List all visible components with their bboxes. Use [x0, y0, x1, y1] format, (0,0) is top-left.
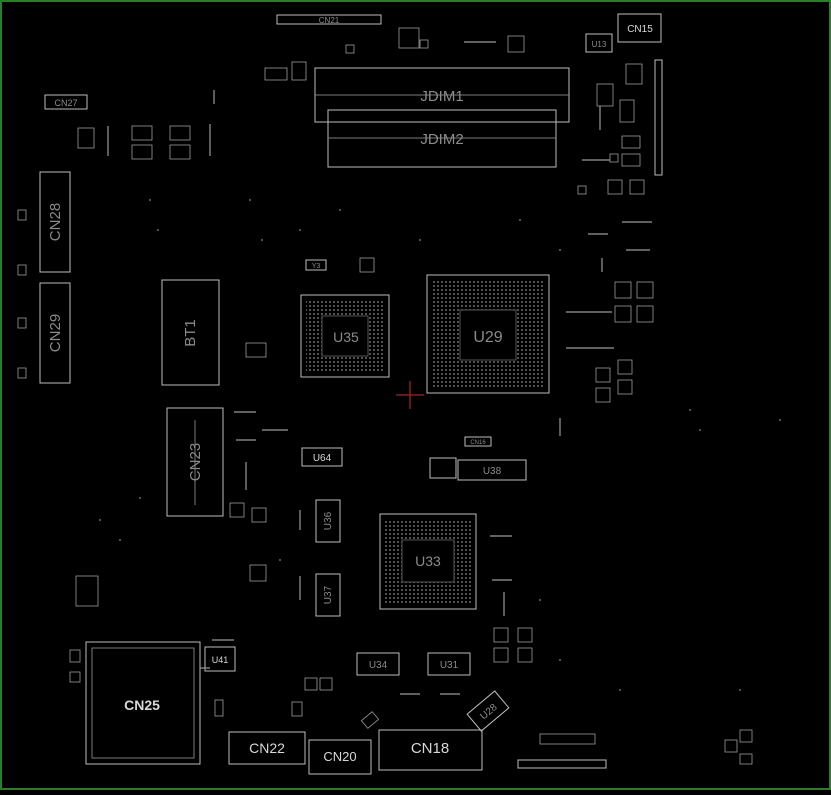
scattered-vias	[99, 199, 781, 691]
u28-chip[interactable]: U28	[466, 690, 510, 732]
cn25-label: CN25	[124, 697, 160, 713]
u38-chip[interactable]: U38	[429, 457, 527, 481]
cn15-label: CN15	[627, 24, 653, 35]
jdim2-slot[interactable]: JDIM2	[327, 109, 557, 168]
u13-chip[interactable]: U13	[585, 33, 613, 53]
cn21-label: CN21	[319, 16, 340, 25]
u38-label: U38	[483, 466, 502, 477]
cn23-connector[interactable]: CN23	[166, 407, 224, 517]
u13-label: U13	[592, 40, 607, 49]
u28-label: U28	[478, 702, 499, 723]
u41-label: U41	[212, 655, 229, 665]
y3-crystal[interactable]: Y3	[305, 259, 327, 271]
cn18-label: CN18	[411, 740, 449, 757]
cn21-connector[interactable]: CN21	[276, 14, 382, 25]
cn28-connector[interactable]: CN28	[39, 171, 71, 273]
u36-label: U36	[323, 511, 334, 530]
u34-chip[interactable]: U34	[356, 652, 400, 676]
cn29-label: CN29	[47, 314, 64, 352]
u37-chip[interactable]: U37	[315, 573, 341, 617]
jdim1-label: JDIM1	[420, 88, 463, 105]
u64-chip[interactable]: U64	[301, 447, 343, 467]
cn20-label: CN20	[323, 749, 356, 764]
u41-chip[interactable]: U41	[204, 646, 236, 672]
cn18-connector[interactable]: CN18	[378, 729, 483, 771]
u33-bga-chip[interactable]: U33	[379, 513, 477, 610]
u31-label: U31	[440, 660, 459, 671]
cn20-connector[interactable]: CN20	[308, 739, 372, 775]
bottom-strip-connector	[517, 759, 607, 769]
cn15-connector[interactable]: CN15	[617, 13, 662, 43]
bt1-battery[interactable]: BT1	[161, 279, 220, 386]
u34-label: U34	[369, 660, 388, 671]
y3-label: Y3	[312, 263, 321, 270]
u33-label: U33	[415, 553, 441, 569]
misc-small-components	[17, 27, 753, 765]
cn28-label: CN28	[47, 203, 64, 241]
u35-label: U35	[333, 329, 359, 345]
u31-chip[interactable]: U31	[427, 652, 471, 676]
cn29-connector[interactable]: CN29	[39, 282, 71, 384]
cursor-crosshair	[396, 381, 424, 409]
bt1-label: BT1	[182, 319, 199, 347]
right-strip-connector	[654, 59, 663, 176]
cn16-label: CN16	[470, 440, 486, 446]
misc-traces	[107, 41, 652, 695]
cn27-connector[interactable]: CN27	[44, 94, 88, 110]
cn23-label: CN23	[187, 443, 204, 481]
cn22-connector[interactable]: CN22	[228, 731, 306, 765]
u36-chip[interactable]: U36	[315, 499, 341, 543]
cn27-label: CN27	[54, 98, 77, 108]
u29-bga-chip[interactable]: U29	[426, 274, 550, 394]
cn16-connector[interactable]: CN16	[464, 436, 492, 447]
u35-bga-chip[interactable]: U35	[300, 294, 390, 378]
u37-label: U37	[323, 585, 334, 604]
jdim2-label: JDIM2	[420, 131, 463, 148]
cn25-connector[interactable]: CN25	[85, 641, 201, 765]
jdim1-slot[interactable]: JDIM1	[314, 67, 570, 123]
u29-label: U29	[473, 329, 502, 346]
cn22-label: CN22	[249, 740, 285, 756]
u64-label: U64	[313, 453, 332, 464]
